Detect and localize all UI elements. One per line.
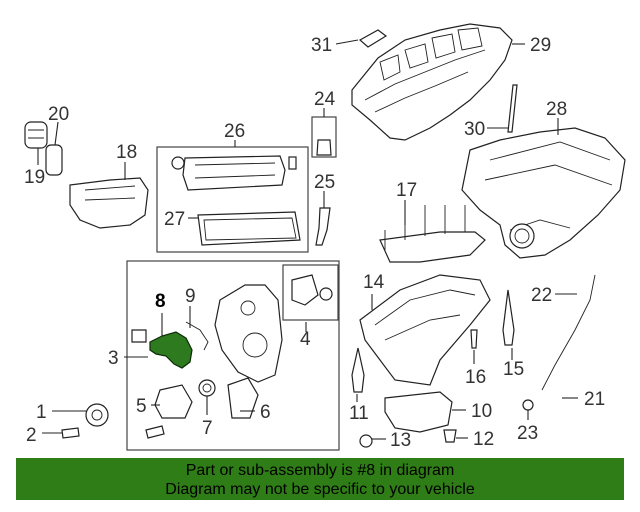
- callout-14: 14: [363, 272, 385, 293]
- oil-pan-drawing: [359, 274, 491, 386]
- callout-31: 31: [311, 35, 332, 56]
- plug-12-drawing: [443, 429, 457, 443]
- sealant-tube-11-drawing: [351, 347, 365, 393]
- dipstick-21-drawing: [541, 274, 596, 391]
- ring-23-drawing: [522, 399, 534, 411]
- callout-20: 20: [48, 104, 69, 125]
- callout-24: 24: [314, 89, 336, 110]
- callout-16: 16: [465, 367, 486, 388]
- callout-23: 23: [517, 423, 538, 444]
- group-frame-3: [126, 260, 340, 451]
- plenum-drawing: [461, 127, 626, 259]
- callout-1: 1: [36, 402, 47, 423]
- callout-9: 9: [185, 286, 196, 307]
- group-frame-4: [282, 264, 339, 321]
- callout-15: 15: [503, 359, 524, 380]
- callout-4: 4: [300, 329, 311, 350]
- callout-13: 13: [390, 430, 411, 451]
- callout-6: 6: [260, 402, 271, 423]
- callout-7: 7: [202, 418, 213, 439]
- highlighted-part-8: [149, 331, 193, 369]
- part-24-drawing: [316, 139, 332, 156]
- callout-10: 10: [471, 401, 492, 422]
- callout-27: 27: [164, 209, 185, 230]
- callout-22: 22: [531, 285, 552, 306]
- windage-tray-drawing: [379, 205, 486, 263]
- pulley-drawing: [85, 403, 109, 427]
- leader-lines: [37, 39, 578, 440]
- callout-26: 26: [224, 121, 245, 142]
- plug-13-drawing: [359, 434, 373, 448]
- callout-12: 12: [473, 429, 494, 450]
- callout-17: 17: [396, 180, 417, 201]
- callout-18: 18: [116, 142, 137, 163]
- callout-5: 5: [136, 396, 147, 417]
- rod-30-drawing: [507, 84, 518, 133]
- banner-line-2: Diagram may not be specific to your vehi…: [165, 481, 475, 498]
- valve-cover-drawing: [171, 155, 301, 246]
- callout-25: 25: [314, 172, 335, 193]
- part-notice-banner: Part or sub-assembly is #8 in diagram Di…: [16, 458, 624, 500]
- intake-manifold-drawing: [351, 23, 513, 141]
- group-frame-26: [156, 146, 309, 253]
- callout-28: 28: [546, 99, 567, 120]
- callout-30: 30: [464, 119, 485, 140]
- bolt-16-drawing: [470, 329, 478, 349]
- lower-pan-drawing: [384, 391, 453, 433]
- oil-filter-drawing: [24, 121, 149, 229]
- callout-2: 2: [26, 425, 37, 446]
- bolt-2-drawing: [61, 427, 80, 439]
- callout-11: 11: [349, 403, 369, 424]
- callout-29: 29: [530, 35, 551, 56]
- callout-19: 19: [24, 167, 45, 188]
- callout-3: 3: [108, 348, 119, 369]
- intake-gasket-drawing: [358, 29, 388, 48]
- dipstick-tube-drawing: [315, 207, 331, 246]
- sealant-tube-15-drawing: [502, 289, 515, 346]
- callout-21: 21: [584, 389, 605, 410]
- timing-cover-drawing: [131, 274, 333, 439]
- callout-8-highlighted: 8: [155, 291, 166, 312]
- banner-line-1: Part or sub-assembly is #8 in diagram: [185, 462, 455, 479]
